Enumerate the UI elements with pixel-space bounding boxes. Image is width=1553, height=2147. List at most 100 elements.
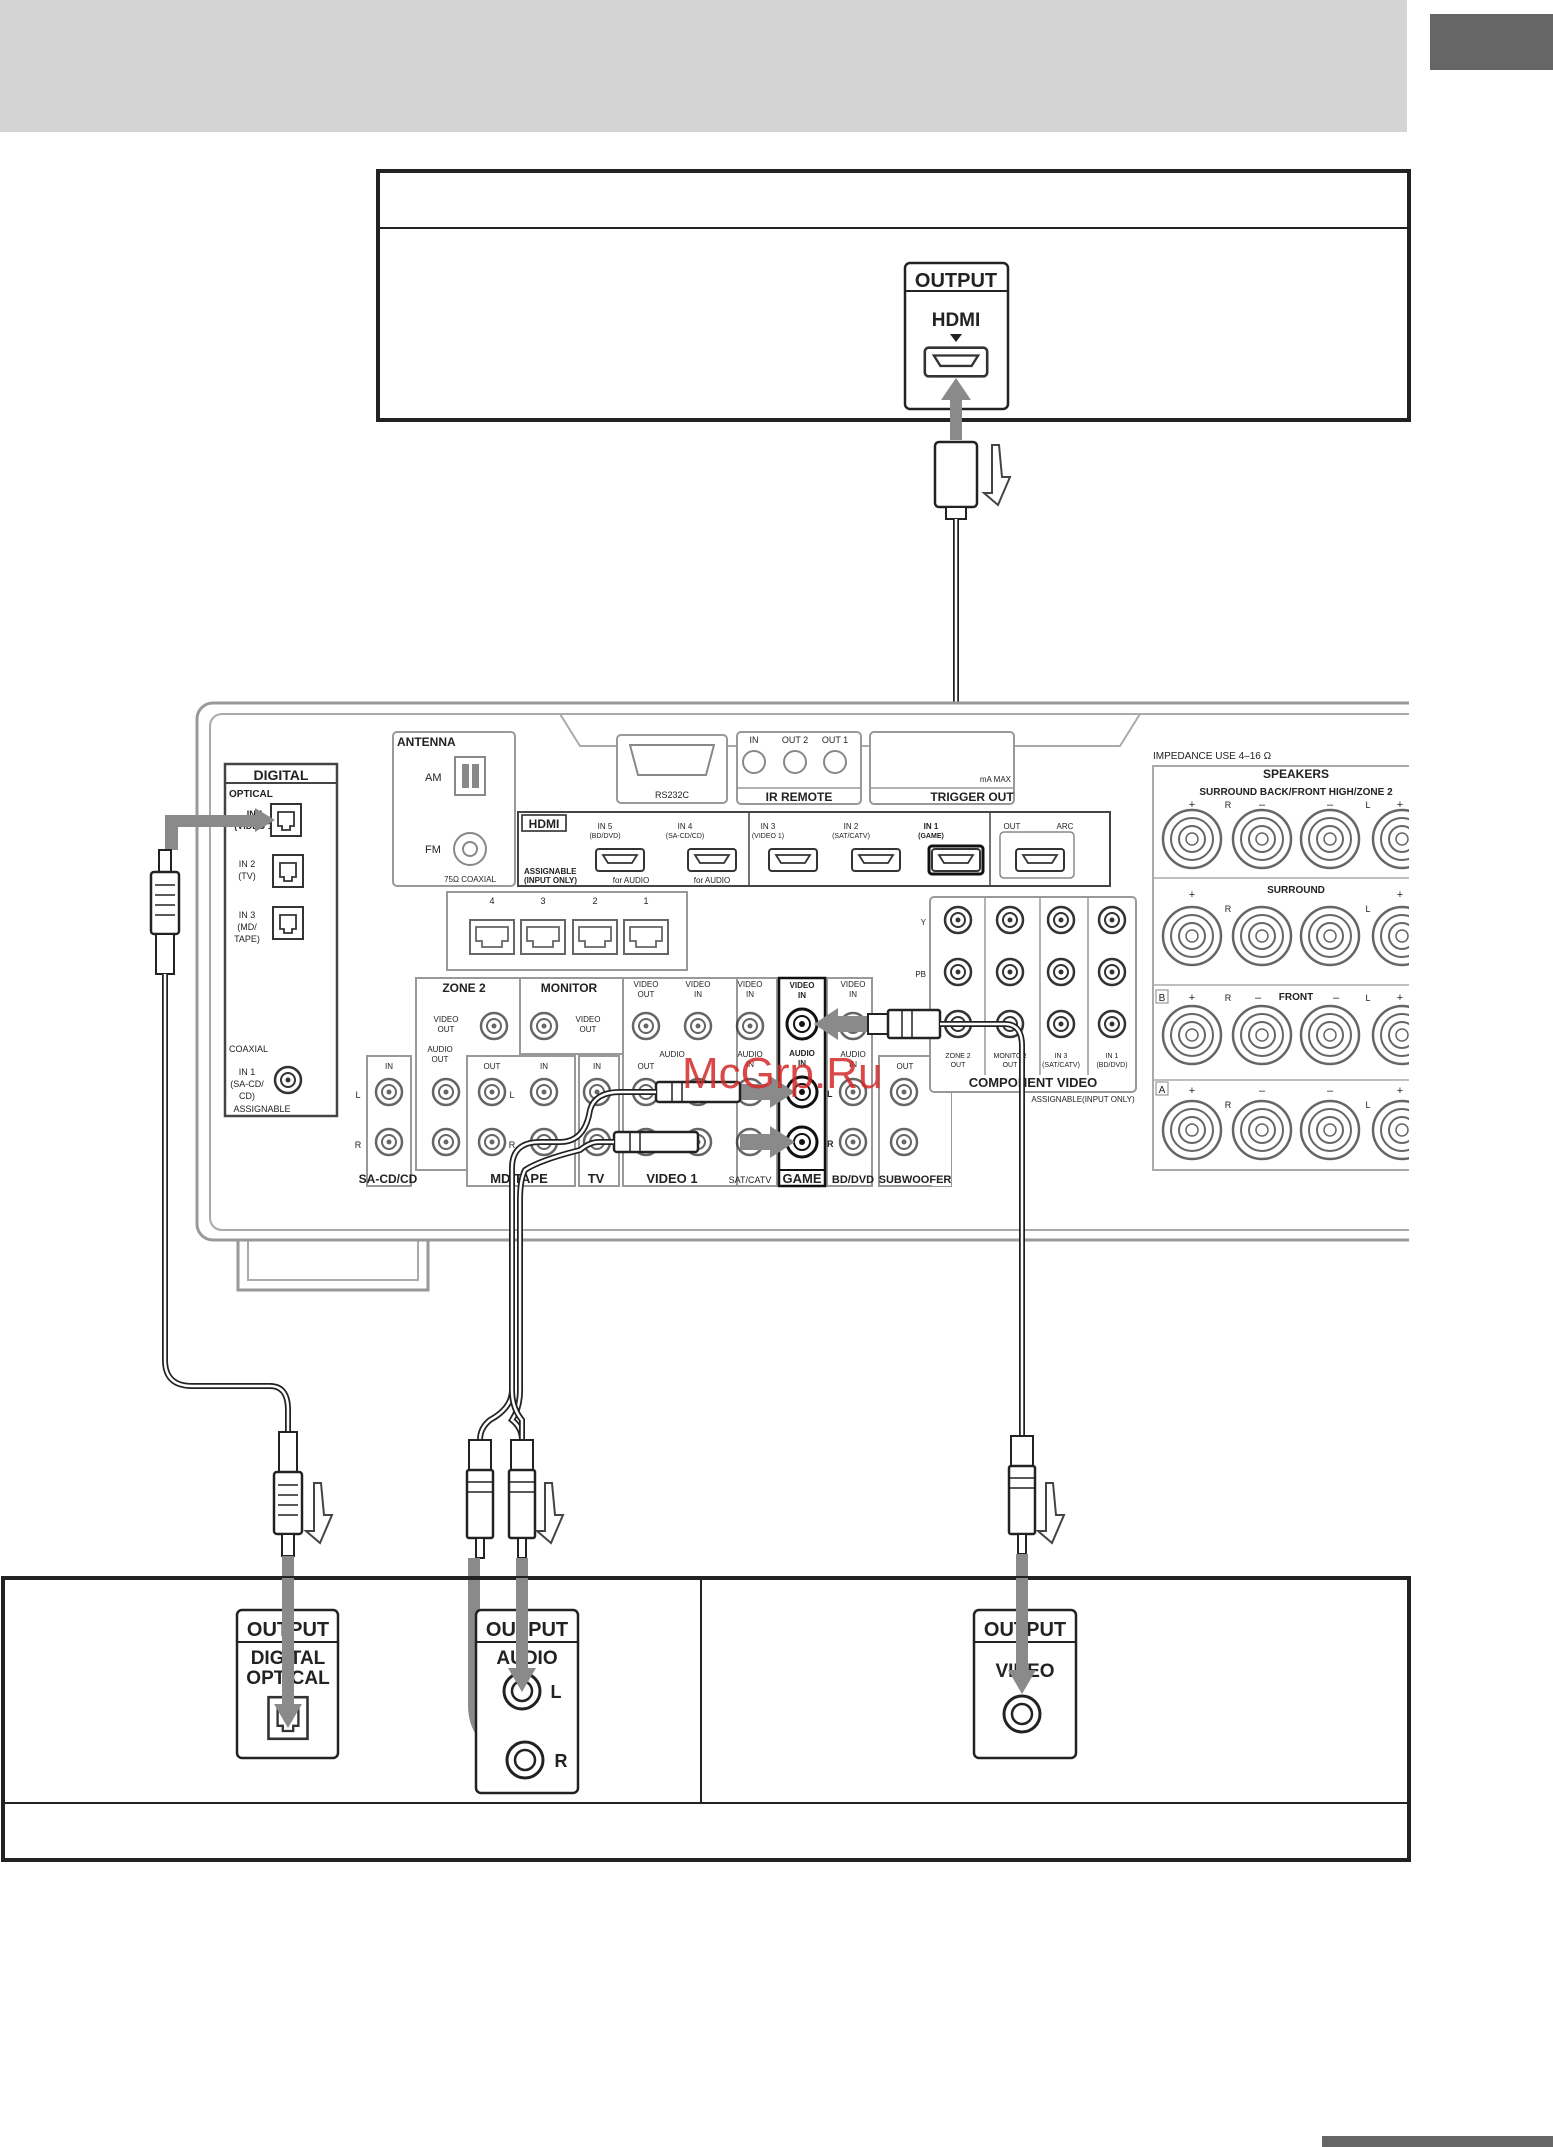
svg-text:IN 3: IN 3 (761, 822, 776, 831)
svg-text:VIDEO: VIDEO (686, 980, 711, 989)
page-number-bar (1322, 2136, 1553, 2147)
svg-text:IN: IN (849, 990, 857, 999)
svg-text:COMPONENT VIDEO: COMPONENT VIDEO (969, 1075, 1098, 1090)
svg-text:IN: IN (746, 990, 754, 999)
svg-text:MONITOR: MONITOR (541, 981, 598, 995)
svg-text:Y: Y (921, 918, 927, 927)
svg-text:AM: AM (425, 772, 442, 784)
svg-text:(MD/: (MD/ (237, 922, 257, 932)
svg-text:AUDIO: AUDIO (789, 1049, 815, 1058)
hdmi-signal-flow-arrow (981, 444, 1012, 507)
svg-text:SPEAKERS: SPEAKERS (1263, 767, 1329, 781)
section-tab (1430, 14, 1553, 70)
svg-text:ANTENNA: ANTENNA (397, 735, 456, 749)
top-hdmi-port (923, 346, 989, 378)
network-port-block: 4 3 2 1 (446, 891, 688, 971)
svg-text:IN 2: IN 2 (844, 822, 859, 831)
svg-text:–: – (1259, 799, 1266, 811)
svg-text:R: R (355, 1140, 362, 1150)
svg-text:PB: PB (915, 970, 926, 979)
game-audio-l-jack (785, 1075, 819, 1109)
svg-text:HDMI: HDMI (529, 817, 560, 831)
svg-text:IN 3: IN 3 (1055, 1053, 1068, 1060)
svg-text:IN 3: IN 3 (239, 910, 256, 920)
top-output-type: HDMI (932, 310, 981, 331)
svg-text:for AUDIO: for AUDIO (694, 876, 730, 885)
svg-text:CD): CD) (239, 1091, 255, 1101)
rs232c-port: RS232C (616, 734, 728, 804)
svg-text:OUT: OUT (484, 1062, 501, 1071)
trigger-out-section: mA MAX TRIGGER OUT (869, 731, 1015, 805)
top-output-header: OUTPUT (915, 270, 997, 292)
svg-text:OUT: OUT (1004, 822, 1021, 831)
svg-text:(VIDEO 1): (VIDEO 1) (752, 833, 784, 840)
svg-text:(SAT/CATV): (SAT/CATV) (1042, 1062, 1080, 1069)
svg-text:+: + (1189, 889, 1195, 901)
video-output-jack (1002, 1694, 1042, 1734)
svg-text:OUT: OUT (580, 1025, 597, 1034)
svg-text:AUDIO: AUDIO (659, 1050, 684, 1059)
svg-text:R: R (1225, 1100, 1232, 1110)
svg-text:(BD/DVD): (BD/DVD) (589, 833, 620, 840)
svg-text:FM: FM (425, 844, 441, 856)
svg-text:IN: IN (694, 990, 702, 999)
svg-text:L: L (509, 1090, 514, 1100)
svg-text:1: 1 (643, 896, 648, 906)
svg-text:OUT: OUT (438, 1025, 455, 1034)
svg-text:IN: IN (798, 991, 806, 1000)
svg-text:(SA-CD/: (SA-CD/ (230, 1079, 264, 1089)
svg-text:ASSIGNABLE: ASSIGNABLE (233, 1104, 290, 1114)
svg-text:IN: IN (385, 1062, 393, 1071)
svg-text:ZONE 2: ZONE 2 (945, 1053, 970, 1060)
component-video-section: Y PB PR ZONE 2 OUT MONITOR OUT IN 3 (SAT… (915, 896, 1137, 1104)
svg-text:AUDIO: AUDIO (427, 1045, 452, 1054)
audio-output-r-jack (505, 1740, 545, 1780)
svg-text:IN: IN (849, 1060, 857, 1069)
svg-text:VIDEO: VIDEO (790, 981, 815, 990)
svg-text:COAXIAL: COAXIAL (229, 1044, 268, 1054)
svg-text:IN 1: IN 1 (239, 1067, 256, 1077)
svg-text:SUBWOOFER: SUBWOOFER (879, 1174, 952, 1186)
svg-text:R: R (1225, 800, 1232, 810)
svg-text:ASSIGNABLE: ASSIGNABLE (524, 867, 577, 876)
svg-text:L: L (551, 1682, 562, 1702)
svg-text:RS232C: RS232C (655, 790, 690, 800)
svg-text:OPTICAL: OPTICAL (229, 789, 273, 800)
svg-text:IN: IN (593, 1062, 601, 1071)
svg-text:IN 1: IN 1 (924, 822, 939, 831)
watermark: McGrp.Ru (682, 1049, 882, 1098)
svg-text:mA MAX: mA MAX (980, 775, 1012, 784)
svg-text:TAPE): TAPE) (234, 934, 260, 944)
optical-in2-port (272, 854, 304, 888)
svg-text:2: 2 (592, 896, 597, 906)
svg-text:IN 4: IN 4 (678, 822, 693, 831)
svg-text:AUDIO: AUDIO (840, 1050, 865, 1059)
svg-text:–: – (1255, 992, 1262, 1004)
svg-text:IN 1: IN 1 (1106, 1053, 1119, 1060)
svg-text:+: + (1189, 992, 1195, 1004)
svg-text:TV: TV (588, 1171, 605, 1186)
svg-text:(GAME): (GAME) (918, 833, 944, 840)
svg-text:VIDEO: VIDEO (576, 1015, 601, 1024)
svg-text:(BD/DVD): (BD/DVD) (1096, 1062, 1127, 1069)
svg-text:IN: IN (750, 735, 759, 745)
svg-text:+: + (1397, 992, 1403, 1004)
hdmi-in1-game-port (927, 844, 985, 876)
game-audio-r-jack (785, 1125, 819, 1159)
svg-text:IN 2: IN 2 (239, 859, 256, 869)
svg-text:OUT: OUT (638, 990, 655, 999)
svg-text:ARC: ARC (1057, 822, 1074, 831)
svg-text:IN: IN (798, 1059, 806, 1068)
game-input-section: VIDEO IN AUDIO IN L R GAME (777, 976, 834, 1188)
svg-text:MONITOR: MONITOR (994, 1053, 1027, 1060)
svg-text:L: L (1365, 800, 1370, 810)
svg-text:(INPUT ONLY): (INPUT ONLY) (524, 876, 577, 885)
svg-text:IMPEDANCE USE 4–16 Ω: IMPEDANCE USE 4–16 Ω (1153, 751, 1272, 762)
svg-text:L: L (355, 1090, 360, 1100)
svg-text:(SAT/CATV): (SAT/CATV) (832, 833, 870, 840)
analog-av-labels: ZONE 2 MONITOR VIDEO OUT AUDIO OUT VIDEO… (355, 980, 952, 1186)
svg-text:3: 3 (540, 896, 545, 906)
svg-text:OUT: OUT (897, 1062, 914, 1071)
ir-remote-section: IN OUT 2 OUT 1 IR REMOTE (736, 731, 862, 805)
